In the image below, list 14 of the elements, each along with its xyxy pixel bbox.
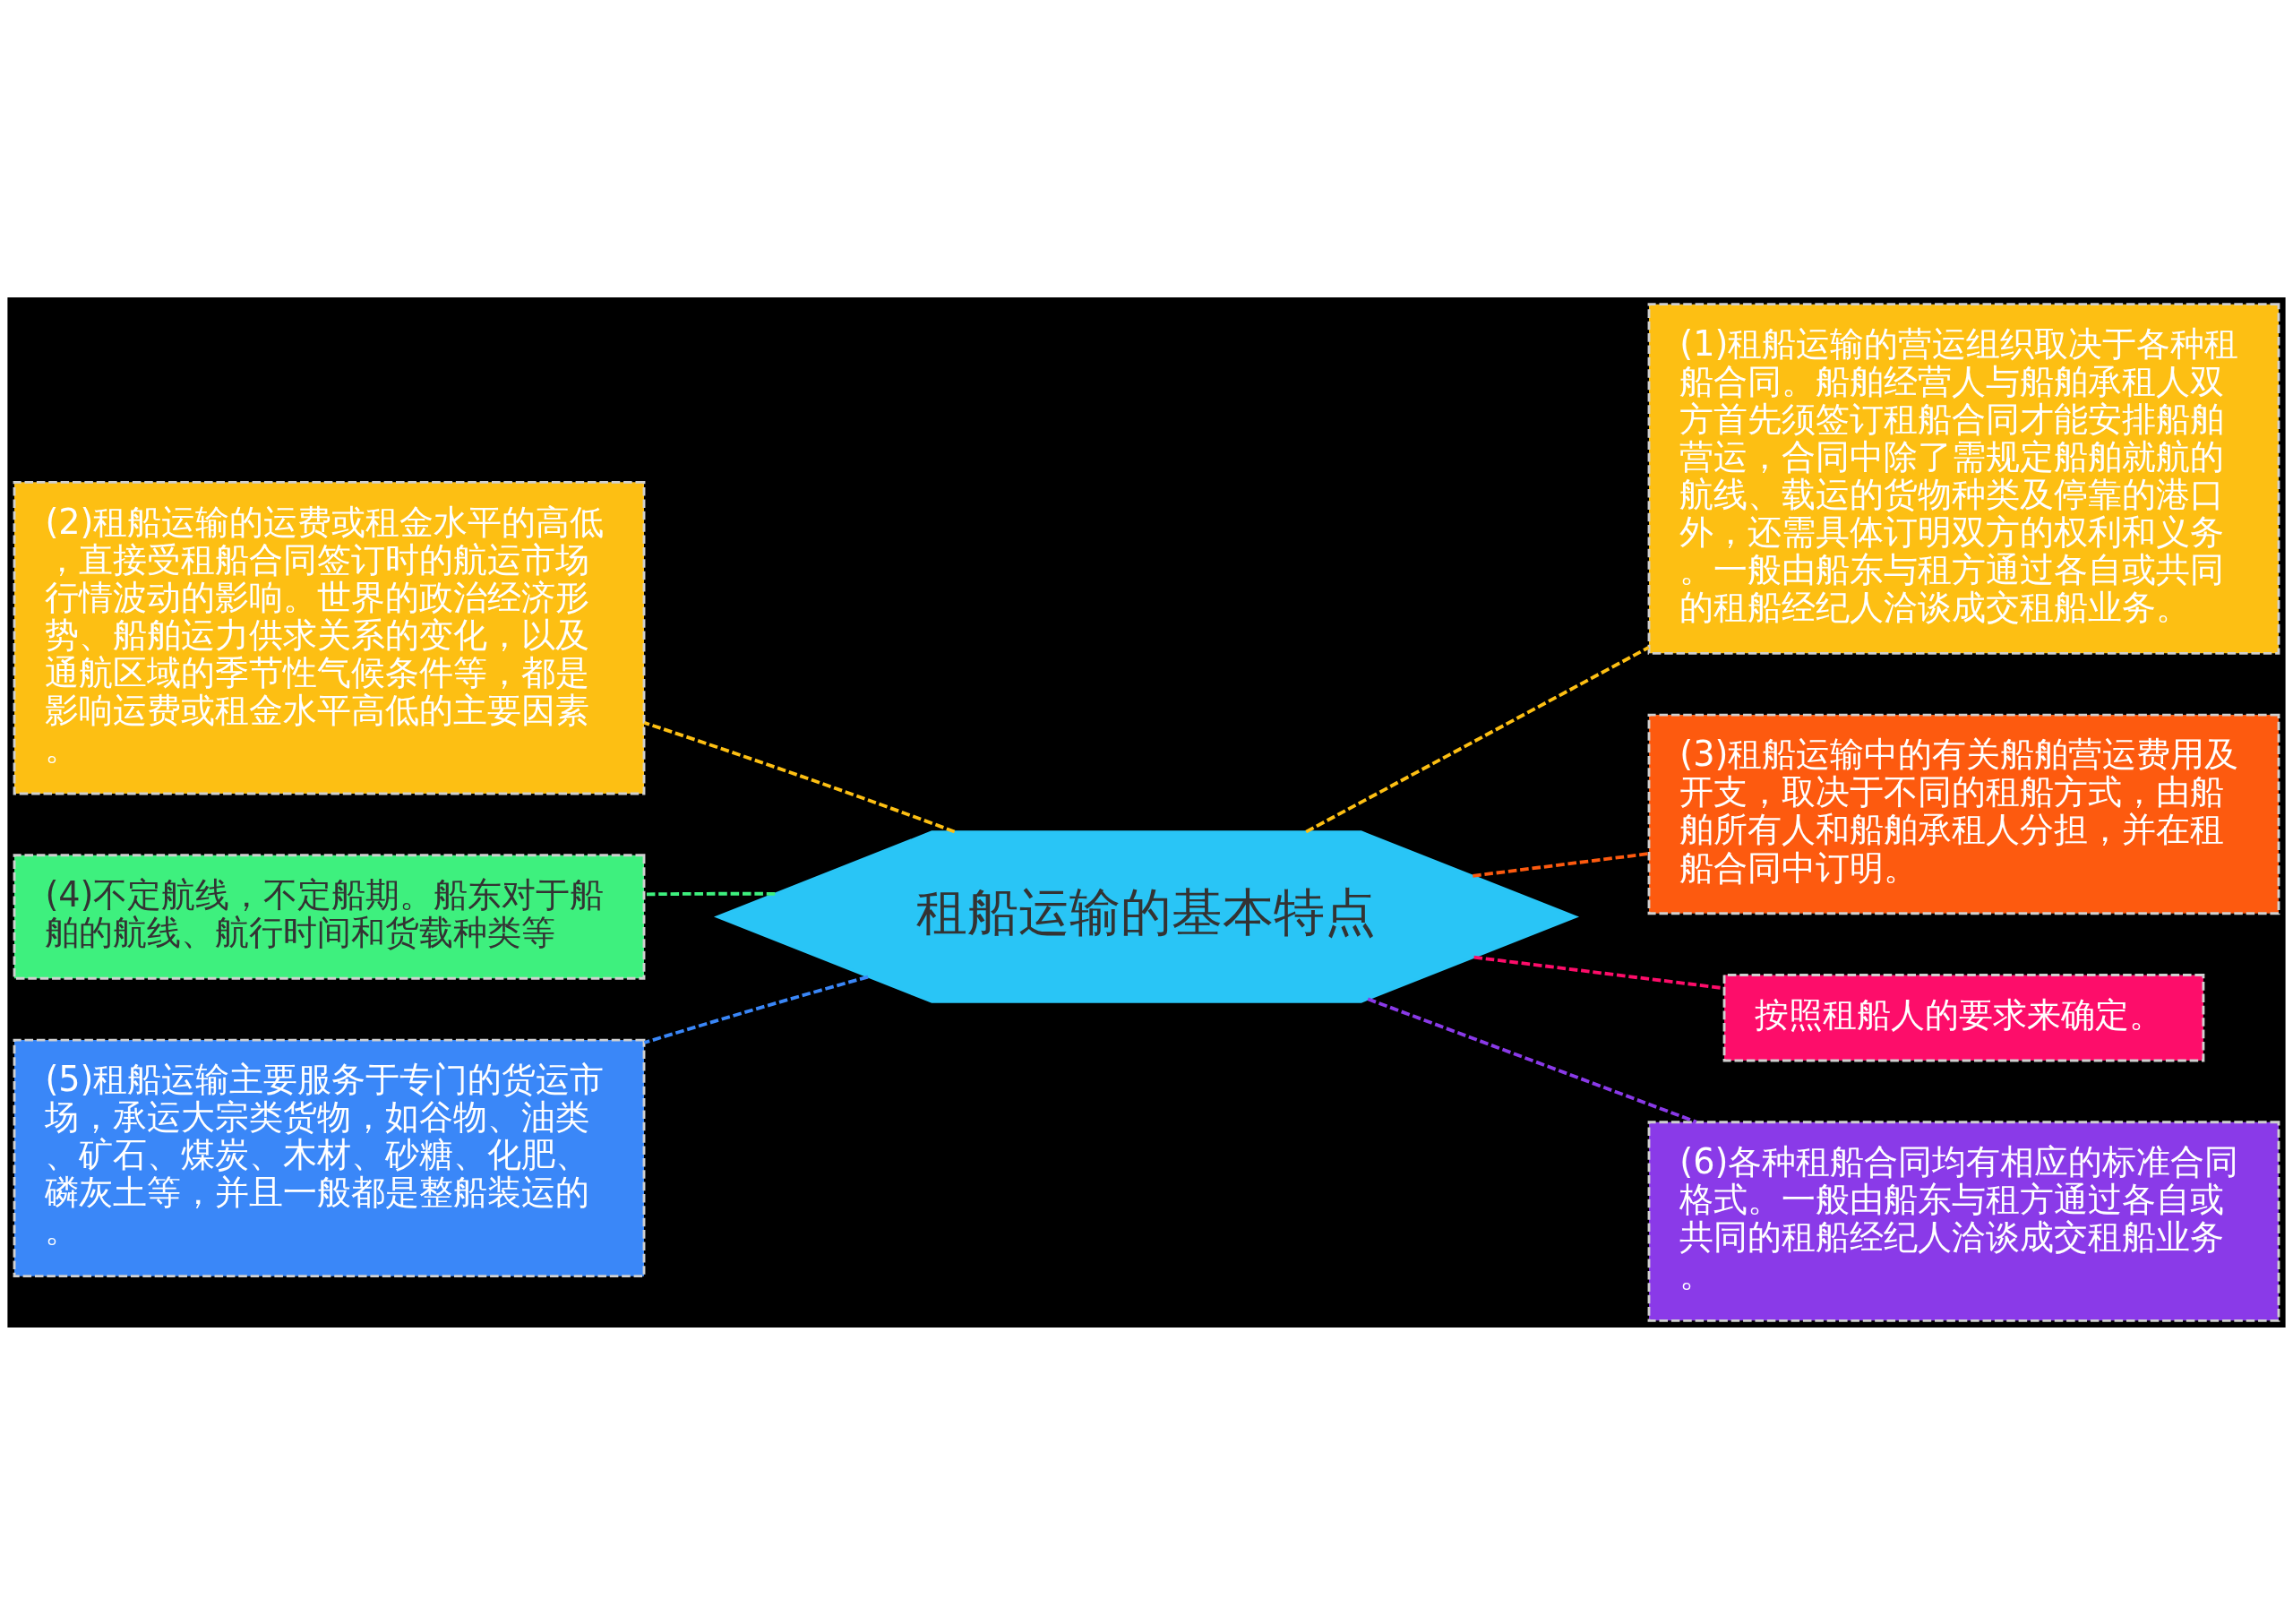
connector xyxy=(1367,997,1697,1123)
node-box: (5)租船运输主要服务于专门的货运市场，承运大宗类货物，如谷物、油类、矿石、煤炭、木材、砂糖、化肥、磷灰土等，并且一般都是整船装运的。 xyxy=(13,1038,646,1277)
connector xyxy=(643,720,956,833)
node-box: (4)不定航线，不定船期。船东对于船舶的航线、航行时间和货载种类等 xyxy=(13,853,646,980)
connector xyxy=(1305,645,1650,833)
connector xyxy=(644,891,776,896)
node-box: 按照租船人的要求来确定。 xyxy=(1722,973,2205,1061)
connector xyxy=(1473,955,1724,990)
node-box: (1)租船运输的营运组织取决于各种租船合同。船舶经营人与船舶承租人双方首先须签订租船合同才能安排船舶营运，合同中除了需规定船舶就航的航线、载运的货物种类及停靠的港口外，还需具体订明双方的权利和义务。一般由船东与租方通过各自或共同的租船经纪人洽谈成交租船业务。 xyxy=(1647,302,2280,655)
connector xyxy=(1473,851,1650,878)
connector xyxy=(643,975,869,1044)
node-box: (6)各种租船合同均有相应的标准合同格式。一般由船东与租方通过各自或共同的租船经纪人洽谈成交租船业务。 xyxy=(1647,1120,2280,1322)
node-box: (3)租船运输中的有关船舶营运费用及开支，取决于不同的租船方式，由船舶所有人和船舶承租人分担，并在租船合同中订明。 xyxy=(1647,713,2280,915)
node-box: (2)租船运输的运费或租金水平的高低，直接受租船合同签订时的航运市场行情波动的影响。世界的政治经济形势、船舶运力供求关系的变化，以及通航区域的季节性气候条件等，都是影响运费或租金水平高低的主要因素。 xyxy=(13,480,646,795)
